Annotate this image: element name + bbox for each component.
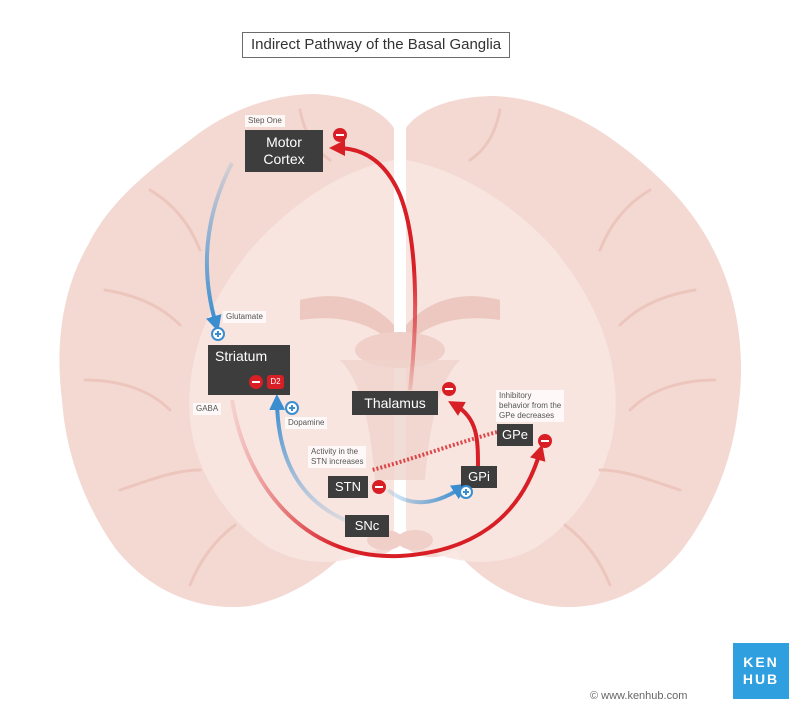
d2-receptor-badge: D2: [267, 375, 284, 389]
snc-box: SNc: [345, 515, 389, 537]
gpe-inhibitory-caption: Inhibitory behavior from the GPe decreas…: [496, 390, 565, 422]
glutamate-excitation-icon: [211, 327, 225, 341]
dopamine-excitation-icon: [285, 401, 299, 415]
gaba-arrow-striatum-to-gpe: [230, 399, 546, 559]
striatum-label: Striatum: [215, 348, 268, 364]
motor-cortex-box: Motor Cortex: [245, 130, 323, 172]
glutamate-arrow: [204, 162, 234, 332]
thalamus-inhibition-icon: [442, 382, 456, 396]
striatum-d2-inhibition-icon: [249, 375, 263, 389]
gpi-to-thalamus-arrow: [448, 401, 480, 469]
cortex-inhibition-icon: [333, 128, 347, 142]
stn-to-gpi-arrow: [386, 483, 468, 505]
thalamus-box: Thalamus: [352, 391, 438, 415]
stn-inhibition-icon: [372, 480, 386, 494]
credit-text: © www.kenhub.com: [590, 690, 688, 702]
stn-activity-caption: Activity in the STN increases: [308, 446, 367, 468]
kenhub-logo: KEN HUB: [733, 643, 789, 699]
brain-outline: [59, 94, 742, 608]
step-one-caption: Step One: [245, 115, 285, 127]
gpi-box: GPi: [461, 466, 497, 488]
thalamus-to-cortex-arrow: [329, 140, 418, 391]
glutamate-caption: Glutamate: [223, 311, 266, 323]
gpi-excitation-icon: [459, 485, 473, 499]
gaba-caption: GABA: [193, 403, 222, 415]
diagram-title: Indirect Pathway of the Basal Ganglia: [242, 32, 511, 58]
gpe-inhibition-icon: [538, 434, 552, 448]
stn-box: STN: [328, 476, 368, 498]
dopamine-caption: Dopamine: [285, 417, 328, 429]
gpe-to-stn-dashed: [371, 430, 498, 472]
dopamine-arrow: [269, 394, 346, 522]
gpe-box: GPe: [497, 424, 533, 446]
